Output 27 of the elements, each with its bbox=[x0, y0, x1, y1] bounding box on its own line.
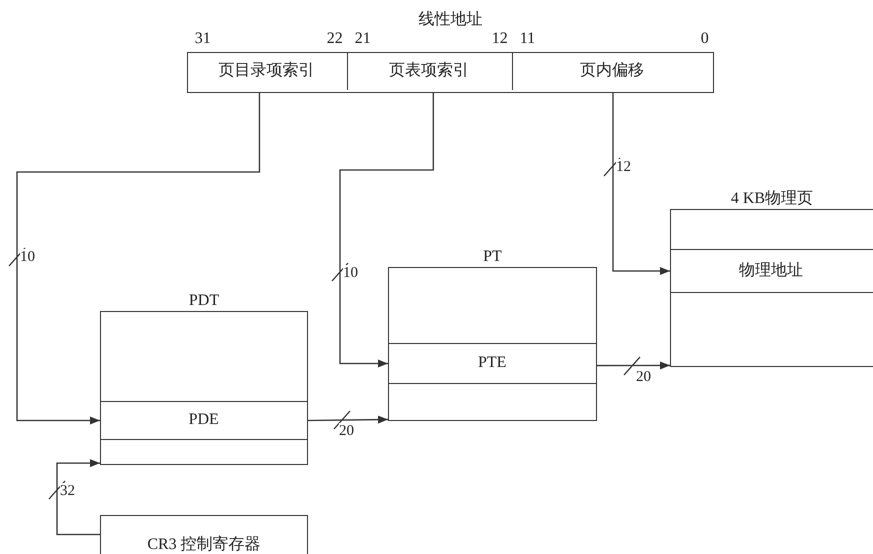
table-title: PDT bbox=[188, 292, 220, 310]
field-label: 页表项索引 bbox=[388, 62, 470, 80]
table-entry-row bbox=[388, 342, 597, 384]
arrow bbox=[596, 356, 671, 376]
bit-number: 31 bbox=[194, 30, 211, 48]
bit-number: 11 bbox=[520, 30, 536, 48]
bit-number: 21 bbox=[354, 30, 371, 48]
field-label: CR3 控制寄存器 bbox=[146, 536, 262, 554]
field-label: 页目录项索引 bbox=[218, 62, 316, 80]
field-label: PTE bbox=[476, 354, 508, 372]
field-label: PDE bbox=[188, 411, 220, 430]
arrow bbox=[603, 92, 671, 275]
bit-number: 22 bbox=[326, 30, 343, 48]
field-label: 物理地址 bbox=[738, 262, 804, 280]
register-box bbox=[100, 515, 308, 554]
table-entry-row bbox=[100, 400, 308, 440]
arrow bbox=[8, 92, 260, 424]
arrow bbox=[307, 410, 389, 430]
table-title: PT bbox=[482, 248, 503, 266]
table-title: 4 KB物理页 bbox=[730, 190, 814, 208]
field-label: 页内偏移 bbox=[579, 62, 646, 80]
bit-number: 0 bbox=[700, 30, 709, 48]
arrow bbox=[48, 459, 101, 536]
bit-number: 12 bbox=[492, 30, 508, 48]
table-entry-row bbox=[670, 248, 873, 293]
arrow bbox=[331, 92, 434, 368]
table-title: 线性地址 bbox=[418, 11, 484, 29]
